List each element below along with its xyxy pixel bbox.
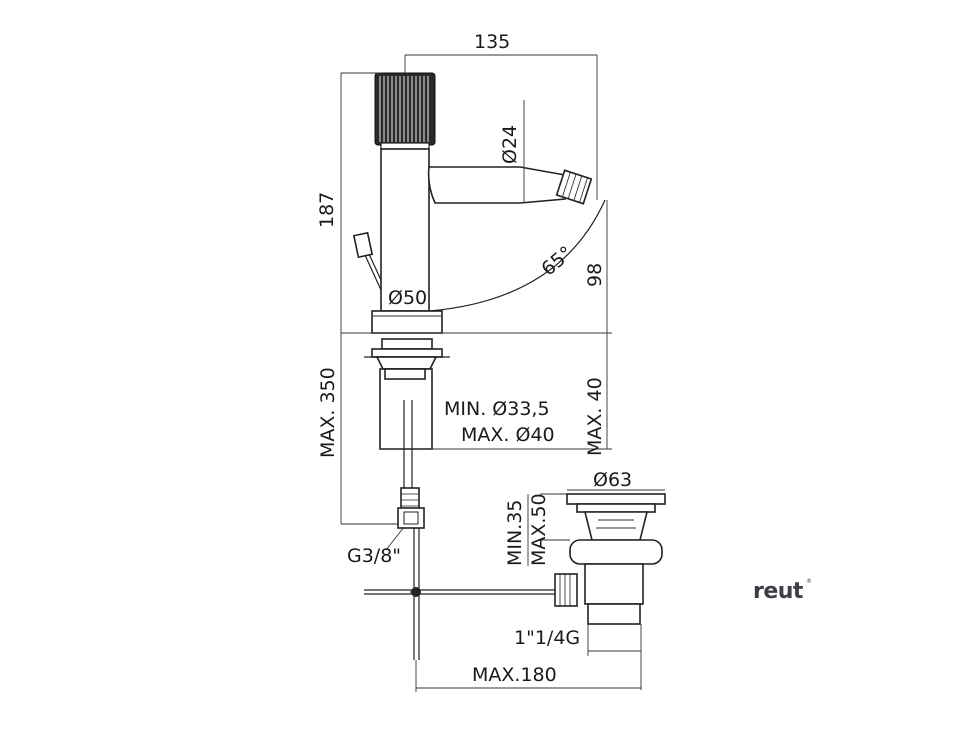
label-max-350: MAX. 350 xyxy=(317,367,339,458)
popup-rod xyxy=(364,528,560,660)
deck-mount xyxy=(364,338,450,450)
label-max-180: MAX.180 xyxy=(472,664,557,686)
brand-name: reut xyxy=(753,579,804,604)
dimension-lines xyxy=(340,54,665,692)
label-spout-height: 98 xyxy=(584,263,606,287)
spout xyxy=(427,166,593,205)
label-max-40: MAX. 40 xyxy=(584,377,606,456)
label-waste-thread: 1"1/4G xyxy=(514,627,580,649)
base-ring xyxy=(371,310,443,334)
rotation-arc xyxy=(428,199,606,312)
side-lever xyxy=(352,231,382,291)
label-base-diameter: Ø50 xyxy=(388,287,427,309)
label-waste-max: MAX.50 xyxy=(528,493,550,566)
label-reach: 135 xyxy=(474,31,510,53)
handle-knob xyxy=(374,72,436,150)
label-waste-diameter: Ø63 xyxy=(593,469,632,491)
label-hole-max: MAX. Ø40 xyxy=(461,424,555,446)
brand-mark: ® xyxy=(806,578,812,585)
waste-drain xyxy=(554,493,666,625)
label-height: 187 xyxy=(316,192,338,228)
label-spout-diameter: Ø24 xyxy=(499,125,521,164)
label-hole-min: MIN. Ø33,5 xyxy=(444,398,550,420)
supply-hose xyxy=(397,400,425,529)
label-waste-min: MIN.35 xyxy=(504,500,526,566)
brand-logo: reut ® xyxy=(753,578,812,604)
label-inlet-thread: G3/8" xyxy=(347,545,401,567)
